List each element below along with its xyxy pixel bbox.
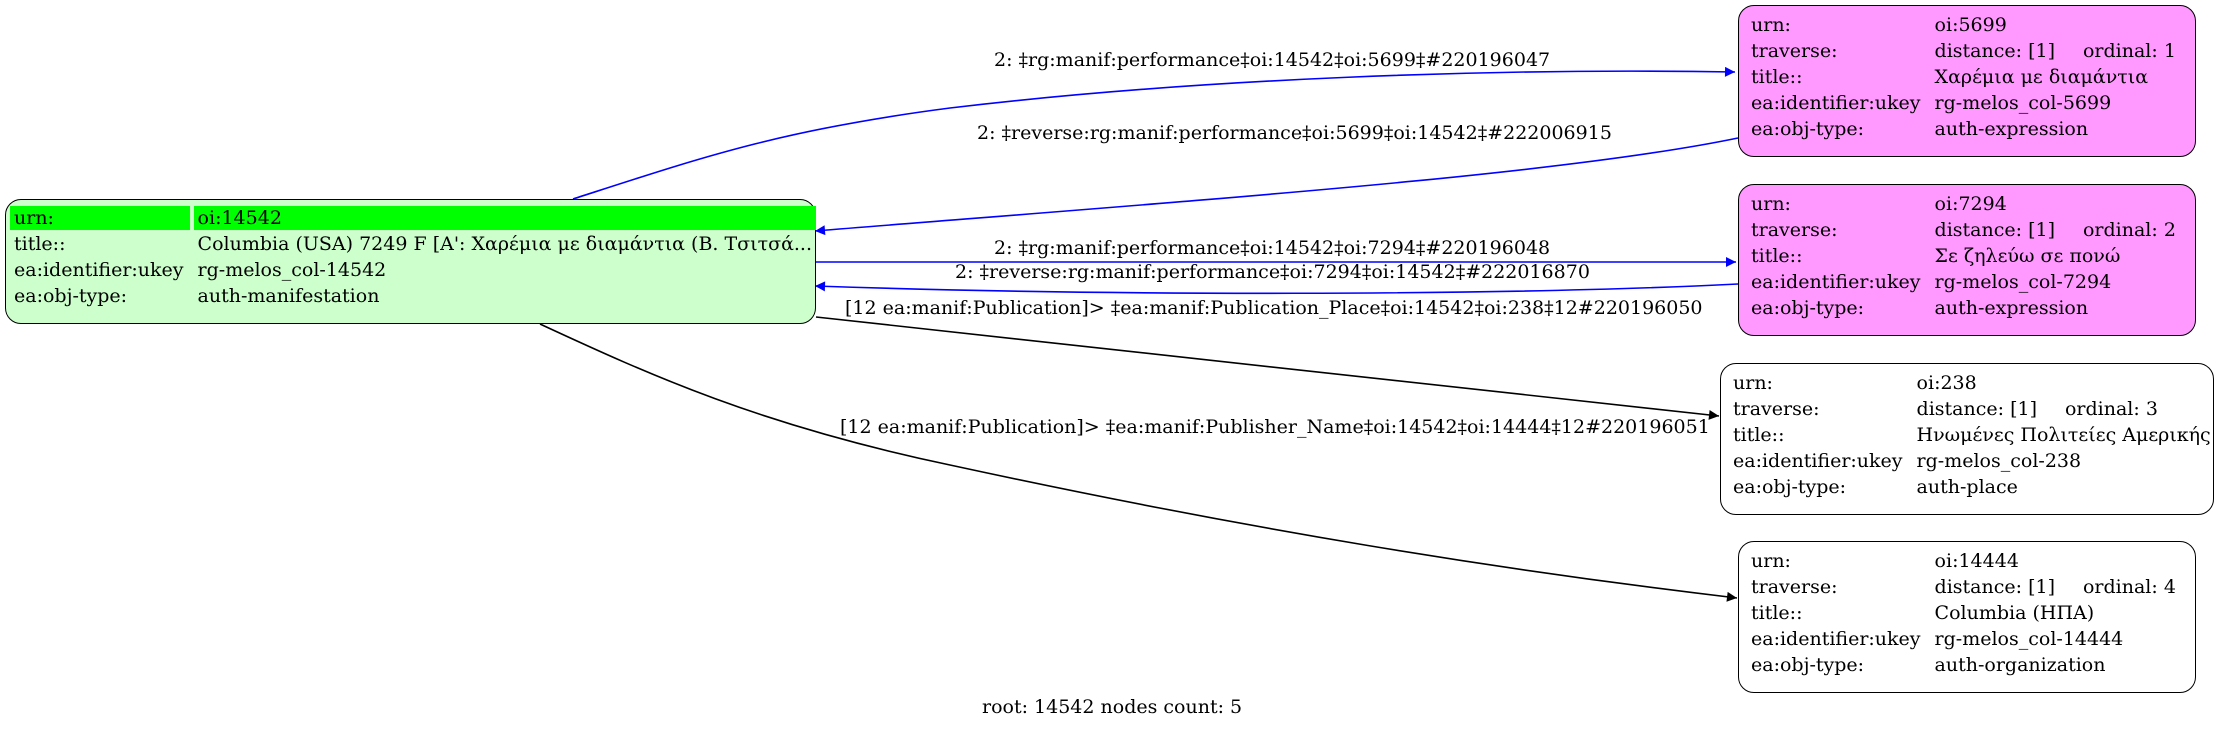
ordinal-value: ordinal: 2 <box>2082 219 2176 241</box>
field-key: title:: <box>1751 602 1803 624</box>
ordinal-value: ordinal: 3 <box>2064 398 2158 420</box>
field-key: ea:obj-type: <box>14 285 128 307</box>
edge-publication-place <box>815 316 1720 420</box>
field-key: urn: <box>1733 372 1773 394</box>
edge-label: [12 ea:manif:Publication]> ‡ea:manif:Pub… <box>840 416 1710 438</box>
title-value: Ηνωμένες Πολιτείες Αμερικής <box>1916 424 2211 446</box>
title-row: title:: Columbia (USA) 7249 F [A': Χαρέμ… <box>10 232 816 256</box>
edge-reverse-performance-5699 <box>814 137 1739 236</box>
urn-value: oi:7294 <box>1934 193 2007 215</box>
ukey-value: rg-melos_col-238 <box>1916 450 2082 472</box>
ordinal-value: ordinal: 4 <box>2082 576 2176 598</box>
urn-value: oi:5699 <box>1934 14 2007 36</box>
distance-value: distance: [1] <box>1934 576 2055 598</box>
distance-value: distance: [1] <box>1934 219 2055 241</box>
field-key: traverse: <box>1751 40 1838 62</box>
ukey-value: rg-melos_col-5699 <box>1934 92 2112 114</box>
urn-value: oi:238 <box>1916 372 1977 394</box>
urn-value: oi:14444 <box>1934 550 2019 572</box>
node-expression-5699[interactable]: urn: oi:5699 traverse: distance: [1] ordina… <box>1738 5 2196 157</box>
urn-value: oi:14542 <box>193 206 817 230</box>
field-key: ea:identifier:ukey <box>1751 92 1921 114</box>
field-key: ea:identifier:ukey <box>1751 271 1921 293</box>
field-key: title:: <box>1733 424 1785 446</box>
edge-label: [12 ea:manif:Publication]> ‡ea:manif:Pub… <box>845 297 1703 319</box>
field-key: ea:identifier:ukey <box>1733 450 1903 472</box>
field-key: urn: <box>1751 550 1791 572</box>
field-key: ea:identifier:ukey <box>14 259 184 281</box>
field-key: ea:obj-type: <box>1751 654 1865 676</box>
field-key: title:: <box>1751 66 1803 88</box>
edge-reverse-performance-7294 <box>814 281 1739 295</box>
field-key: ea:obj-type: <box>1733 476 1847 498</box>
field-key: urn: <box>10 206 190 230</box>
ukey-value: rg-melos_col-14542 <box>197 259 387 281</box>
edge-label: 2: ‡rg:manif:performance‡oi:14542‡oi:729… <box>994 237 1551 259</box>
type-row: ea:obj-type: auth-manifestation <box>10 284 816 308</box>
edge-performance-5699 <box>572 66 1736 200</box>
edge-label: 2: ‡reverse:rg:manif:performance‡oi:5699… <box>977 122 1612 144</box>
type-value: auth-place <box>1916 476 2018 498</box>
field-key: urn: <box>1751 193 1791 215</box>
type-value: auth-manifestation <box>197 285 380 307</box>
field-key: traverse: <box>1733 398 1820 420</box>
field-key: ea:obj-type: <box>1751 118 1865 140</box>
field-key: title:: <box>1751 245 1803 267</box>
root-node[interactable]: urn: oi:14542 title:: Columbia (USA) 724… <box>5 199 817 324</box>
field-key: traverse: <box>1751 219 1838 241</box>
type-value: auth-expression <box>1934 297 2089 319</box>
title-value: Χαρέμια με διαμάντια <box>1934 66 2149 88</box>
urn-row: urn: oi:14542 <box>10 206 817 230</box>
distance-value: distance: [1] <box>1916 398 2037 420</box>
node-expression-7294[interactable]: urn: oi:7294 traverse: distance: [1] ordina… <box>1738 184 2196 336</box>
edge-label: 2: ‡reverse:rg:manif:performance‡oi:7294… <box>955 261 1590 283</box>
node-place-238[interactable]: urn: oi:238 traverse: distance: [1] ordinal… <box>1720 363 2214 515</box>
node-organization-14444[interactable]: urn: oi:14444 traverse: distance: [1] ordin… <box>1738 541 2196 693</box>
ukey-value: rg-melos_col-14444 <box>1934 628 2124 650</box>
ukey-row: ea:identifier:ukey rg-melos_col-14542 <box>10 258 816 282</box>
field-key: urn: <box>1751 14 1791 36</box>
field-key: ea:identifier:ukey <box>1751 628 1921 650</box>
edge-label: 2: ‡rg:manif:performance‡oi:14542‡oi:569… <box>994 49 1551 71</box>
field-key: traverse: <box>1751 576 1838 598</box>
title-value: Σε ζηλεύω σε πονώ <box>1934 245 2121 267</box>
graph-footer: root: 14542 nodes count: 5 <box>982 696 1243 718</box>
type-value: auth-organization <box>1934 654 2106 676</box>
type-value: auth-expression <box>1934 118 2089 140</box>
edge-publisher-name <box>539 323 1738 602</box>
distance-value: distance: [1] <box>1934 40 2055 62</box>
title-value: Columbia (ΗΠΑ) <box>1934 602 2095 624</box>
title-value: Columbia (USA) 7249 F [A': Χαρέμια με δι… <box>197 233 813 255</box>
ukey-value: rg-melos_col-7294 <box>1934 271 2112 293</box>
field-key: ea:obj-type: <box>1751 297 1865 319</box>
ordinal-value: ordinal: 1 <box>2082 40 2176 62</box>
field-key: title:: <box>14 233 66 255</box>
